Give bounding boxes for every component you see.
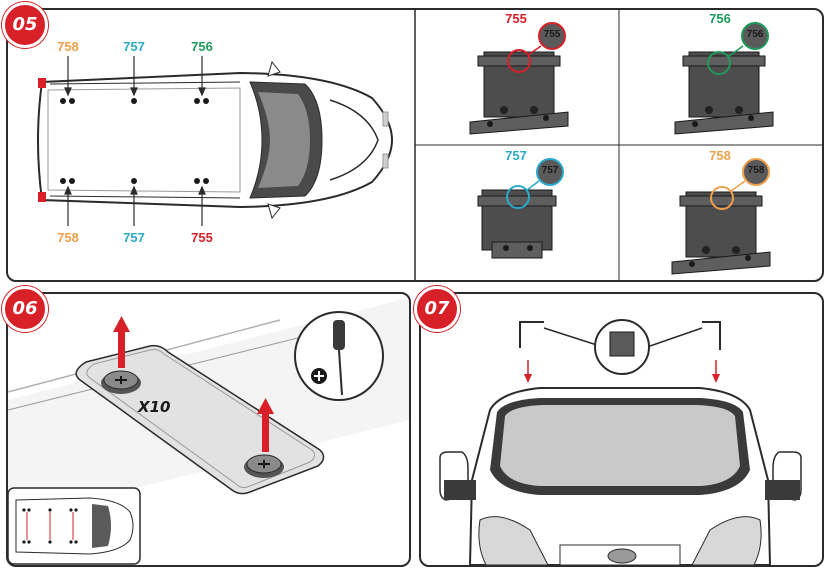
step-06-panel (6, 292, 411, 567)
position-label-758-bottom: 758 (57, 230, 79, 245)
part-title-758: 758 (709, 148, 731, 163)
callout-755 (507, 22, 566, 73)
callout-757 (506, 158, 564, 209)
position-label-757-top: 757 (123, 39, 145, 54)
part-title-757: 757 (505, 148, 527, 163)
step-badge-05: 05 (2, 2, 48, 48)
callout-label-758: 758 (747, 165, 765, 176)
part-title-756: 756 (709, 11, 731, 26)
phillips-screwdriver-icon (333, 320, 345, 350)
callout-label-755: 755 (543, 29, 561, 40)
callout-756 (707, 22, 769, 75)
position-label-756-top: 756 (191, 39, 213, 54)
step-badge-06: 06 (2, 286, 48, 332)
bracket-756 (674, 51, 774, 135)
bracket-758 (671, 191, 771, 275)
position-label-758-top: 758 (57, 39, 79, 54)
position-label-757-bottom: 757 (123, 230, 145, 245)
bracket-757 (477, 189, 557, 259)
quantity-label: X10 (138, 398, 171, 416)
position-label-755-bottom: 755 (191, 230, 213, 245)
callout-758 (710, 158, 770, 210)
callout-label-757: 757 (541, 165, 559, 176)
step-07-panel (419, 292, 824, 567)
part-title-755: 755 (505, 11, 527, 26)
van-top-view (37, 60, 394, 220)
step-badge-07: 07 (414, 286, 460, 332)
callout-label-756: 756 (746, 29, 764, 40)
mount-points (60, 98, 209, 184)
step-07-drawing (439, 319, 802, 566)
bracket-755 (469, 51, 569, 135)
step-06-drawing (7, 300, 410, 565)
